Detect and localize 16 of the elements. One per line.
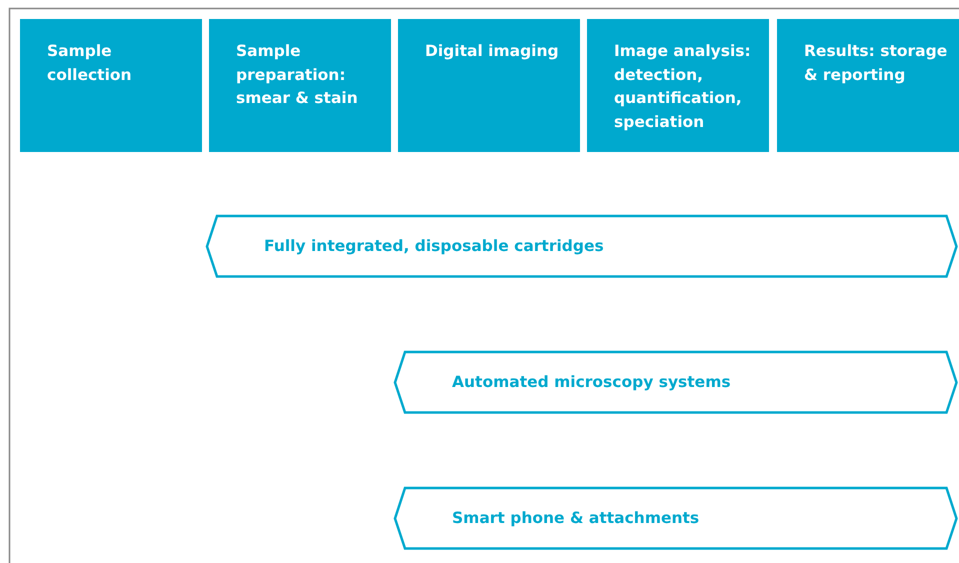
process-step-box [587,19,769,152]
process-step-box [209,19,391,152]
process-step-box [398,19,580,152]
step-label: Sample preparation: smear & stain [236,41,359,109]
band-label: Fully integrated, disposable cartridges [264,236,604,257]
step-label: Results: storage & reporting [804,41,948,86]
process-step-box [777,19,959,152]
hexagon-band [394,487,958,550]
step-label: Sample collection [47,41,133,86]
band-label: Automated microscopy systems [452,372,731,393]
hexagon-band [394,351,958,414]
step-label: Digital imaging [425,41,560,62]
process-step-box [20,19,202,152]
step-label: Image analysis: detection, quantification, speciation [614,41,752,132]
hexagon-band [206,215,958,278]
band-label: Smart phone & attachments [452,508,700,529]
